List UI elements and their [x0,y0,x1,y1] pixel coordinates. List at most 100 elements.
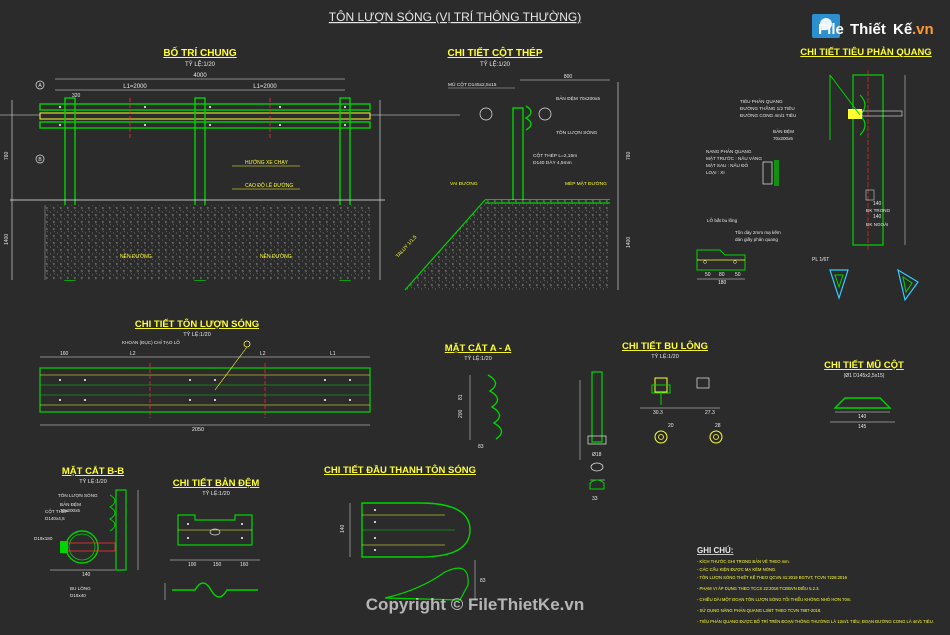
svg-text:83: 83 [480,578,486,584]
svg-text:KHOAN (ĐỤC) CHỈ TẠO LỖ: KHOAN (ĐỤC) CHỈ TẠO LỖ [122,339,180,345]
svg-text:50: 50 [705,272,711,278]
svg-text:L2: L2 [130,351,136,357]
svg-text:TÔN LƯỢN SÓNG: TÔN LƯỢN SÓNG [58,492,98,498]
general-subgrade-1: NỀN ĐƯỜNG [120,253,152,260]
end-piece-title: CHI TIẾT ĐẦU THANH TÔN SÓNG [324,464,476,476]
post-detail: CHI TIẾT CỘT THÉP TỶ LỆ:1/20 800 MŨ CỘT … [395,46,632,291]
svg-text:TỶ LỆ:1/20: TỶ LỆ:1/20 [464,354,492,362]
svg-text:150: 150 [213,562,222,568]
svg-text:MẶT SAU : NÂU ĐỎ: MẶT SAU : NÂU ĐỎ [706,162,748,168]
svg-text:Thiết: Thiết [850,21,886,38]
post-lbl-wave: TÔN LƯỢN SÓNG [556,129,598,136]
post-title: CHI TIẾT CỘT THÉP [448,46,543,59]
svg-text:TIÊU PHẢN QUANG: TIÊU PHẢN QUANG [740,97,783,104]
svg-text:180: 180 [718,280,727,286]
general-dim-l1: L1=2000 [123,84,147,90]
svg-text:20: 20 [668,423,674,429]
bb-title: MẶT CẮT B-B [62,466,124,477]
post-lbl-pipe-1: CỘT THÉP L=2,15m [533,152,577,159]
general-dim-320: 320 [72,93,81,99]
post-scale: TỶ LỆ:1/20 [480,60,511,68]
post-lbl-pipe-2: D140 DÀY 4,5mm [533,159,572,166]
spacer-title: CHI TIẾT BẢN ĐỆM [173,477,260,489]
note-item: - KÍCH THƯỚC GHI TRONG BẢN VẼ THEO mm. [697,559,790,564]
svg-text:TỶ LỆ:1/20: TỶ LỆ:1/20 [79,477,107,485]
general-dim-l2: L1=2000 [253,84,277,90]
general-subgrade-2: NỀN ĐƯỜNG [260,253,292,260]
general-dim-1400: 1400 [4,234,10,245]
svg-text:TỶ LỆ:1/20: TỶ LỆ:1/20 [202,489,230,497]
svg-text:70x200x5: 70x200x5 [60,508,80,513]
svg-text:CỘT THÉP: CỘT THÉP [45,508,68,514]
note-item: - CHIỀU DÀI MỘT ĐOẠN TÔN LƯỢN SÓNG TỐI T… [697,597,851,602]
svg-text:LỖ bắt bu lông: LỖ bắt bu lông [707,217,738,223]
note-item: - SỬ DỤNG NĂNG PHẢN QUANG L3/6T THEO TCV… [697,608,821,613]
svg-text:D16x40: D16x40 [70,593,86,598]
svg-text:140: 140 [340,524,346,533]
cap-detail: CHI TIẾT MŨ CỘT (Ø1 D145x2,5x15) 140 145 [824,359,904,430]
svg-text:140: 140 [82,572,91,578]
svg-text:160: 160 [60,351,69,357]
svg-text:145: 145 [858,424,867,430]
section-bb: MẶT CẮT B-B TỶ LỆ:1/20 TÔN LƯỢN SÓNG CỘT… [34,466,139,598]
bolt-detail: CHI TIẾT BU LÔNG TỶ LỆ:1/20 Ø18 33 30.3 … [579,340,723,502]
post-dim-800: 800 [564,74,573,80]
svg-text:TỶ LỆ:1/20: TỶ LỆ:1/20 [183,330,211,338]
svg-text:27.3: 27.3 [705,410,715,416]
svg-text:BU LÔNG: BU LÔNG [70,585,91,591]
post-dim-760: 760 [626,151,632,160]
svg-text:33: 33 [592,496,598,502]
note-item: - PHẠM VI ÁP DỤNG THEO TCCS 22:2016 TCĐB… [697,586,820,591]
svg-text:140: 140 [858,414,867,420]
notes: GHI CHÚ: - KÍCH THƯỚC GHI TRONG BẢN VẼ T… [697,546,934,624]
note-item: - TIÊU PHẢN QUANG ĐƯỢC BỐ TRÍ TRÊN ĐOẠN … [697,619,934,624]
svg-text:LOẠI : XI: LOẠI : XI [706,170,725,175]
svg-text:A: A [38,83,42,89]
svg-text:160: 160 [240,562,249,568]
svg-text:BẢN ĐỆM: BẢN ĐỆM [60,500,81,507]
svg-text:70x200x5: 70x200x5 [773,136,793,141]
svg-text:ĐK NGOÀI: ĐK NGOÀI [866,221,888,227]
svg-text:(Ø1 D145x2,5x15): (Ø1 D145x2,5x15) [844,373,885,379]
svg-text:PL 1/6T: PL 1/6T [812,257,829,263]
svg-text:50: 50 [735,272,741,278]
reflector-detail: CHI TIẾT TIÊU PHẢN QUANG TIÊU PHẢN QUANG… [696,46,932,302]
post-lbl-cap: MŨ CỘT D145x2,5x15 [448,81,497,88]
svg-text:Kế: Kế [893,21,913,38]
drawing-title: TÔN LƯỢN SÓNG (VỊ TRÍ THÔNG THƯỜNG) [329,9,581,24]
svg-text:L2: L2 [260,351,266,357]
svg-text:Ø18: Ø18 [592,452,602,458]
svg-text:140: 140 [873,214,882,220]
svg-text:File: File [818,21,844,38]
wave-title: CHI TIẾT TÔN LƯỢN SÓNG [135,318,259,330]
end-piece-detail: CHI TIẾT ĐẦU THANH TÔN SÓNG 140 83 [324,464,486,601]
post-lbl-plate: BẢN ĐỆM 70x200x5 [556,94,600,102]
general-dim-total: 4000 [193,73,207,79]
svg-text:D19x180: D19x180 [34,536,53,541]
svg-text:ĐƯỜNG THẲNG 1/2 TIÊU: ĐƯỜNG THẲNG 1/2 TIÊU [740,104,795,111]
svg-text:MẶT TRƯỚC : NÂU VÀNG: MẶT TRƯỚC : NÂU VÀNG [706,155,762,161]
svg-text:81: 81 [458,394,464,400]
svg-text:NANG PHẢN QUANG: NANG PHẢN QUANG [706,148,752,154]
general-dim-760: 760 [4,151,10,160]
svg-text:dán giấy phản quang: dán giấy phản quang [735,237,778,242]
post-lbl-slope: TALUY 1/1,5 [395,234,418,259]
svg-text:B: B [38,157,42,163]
svg-text:30.3: 30.3 [653,410,663,416]
post-lbl-shoulder: VAI ĐƯỜNG [450,180,478,187]
note-item: - CÁC CẤU KIỆN ĐƯỢC MẠ KẼM NÓNG. [697,567,776,572]
svg-text:ĐK TRONG: ĐK TRONG [866,208,891,213]
section-aa: MẶT CẮT A - A TỶ LỆ:1/20 81 200 83 [445,343,512,450]
svg-text:Tôn dày 2mm mạ kẽm: Tôn dày 2mm mạ kẽm [735,230,781,235]
brand-logo: File Thiết Kế .vn [812,14,934,38]
svg-text:L1: L1 [330,351,336,357]
cap-title: CHI TIẾT MŨ CỘT [824,359,904,371]
reflector-title: CHI TIẾT TIÊU PHẢN QUANG [800,46,931,58]
general-direction: HƯỚNG XE CHẠY [245,159,289,166]
svg-text:2050: 2050 [192,427,204,433]
svg-text:ĐƯỜNG CONG 4m/1 TIÊU: ĐƯỜNG CONG 4m/1 TIÊU [740,111,796,118]
svg-text:28: 28 [715,423,721,429]
svg-text:80: 80 [719,272,725,278]
bolt-title: CHI TIẾT BU LÔNG [622,340,708,352]
post-dim-1400: 1400 [626,237,632,248]
